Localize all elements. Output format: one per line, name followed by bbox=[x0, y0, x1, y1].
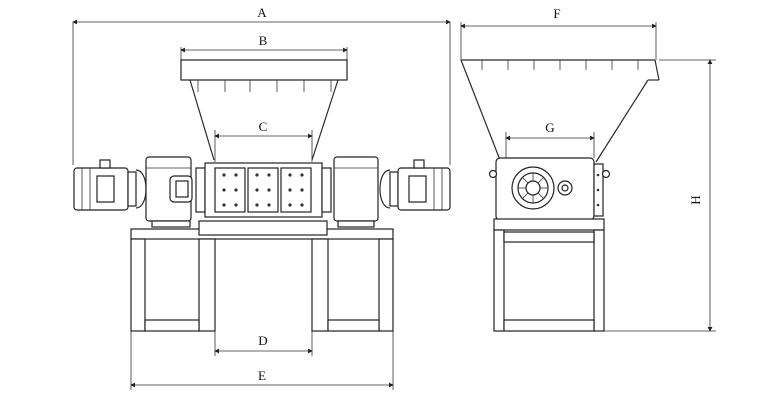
front-view: A B C bbox=[72, 5, 451, 390]
dimension-e: E bbox=[130, 331, 394, 390]
dimension-h-label: H bbox=[688, 195, 703, 204]
right-motor bbox=[379, 159, 451, 211]
side-gearbox bbox=[488, 157, 611, 230]
dimension-a: A bbox=[72, 5, 451, 165]
dimension-b: B bbox=[180, 33, 348, 60]
left-gearbox bbox=[145, 156, 193, 228]
side-base-frame bbox=[493, 218, 605, 332]
dimension-e-label: E bbox=[258, 368, 266, 383]
dimension-b-label: B bbox=[259, 33, 268, 48]
dimension-d: D bbox=[214, 331, 313, 356]
cutter-box bbox=[195, 162, 332, 218]
dimension-c-label: C bbox=[259, 119, 268, 134]
dimension-f-label: F bbox=[553, 6, 560, 21]
side-view: F G bbox=[460, 6, 716, 332]
dimension-d-label: D bbox=[258, 333, 267, 348]
dimension-g: G bbox=[505, 120, 595, 158]
dimension-f: F bbox=[460, 6, 657, 60]
right-gearbox bbox=[333, 156, 379, 228]
dimension-g-label: G bbox=[545, 120, 554, 135]
base-frame bbox=[130, 220, 394, 332]
coupling-teeth bbox=[518, 173, 548, 203]
dimension-a-label: A bbox=[257, 5, 267, 20]
left-motor bbox=[73, 159, 147, 211]
hopper bbox=[180, 59, 348, 161]
side-hopper bbox=[460, 59, 660, 163]
dimension-c: C bbox=[214, 119, 313, 162]
dimension-h: H bbox=[604, 59, 716, 332]
